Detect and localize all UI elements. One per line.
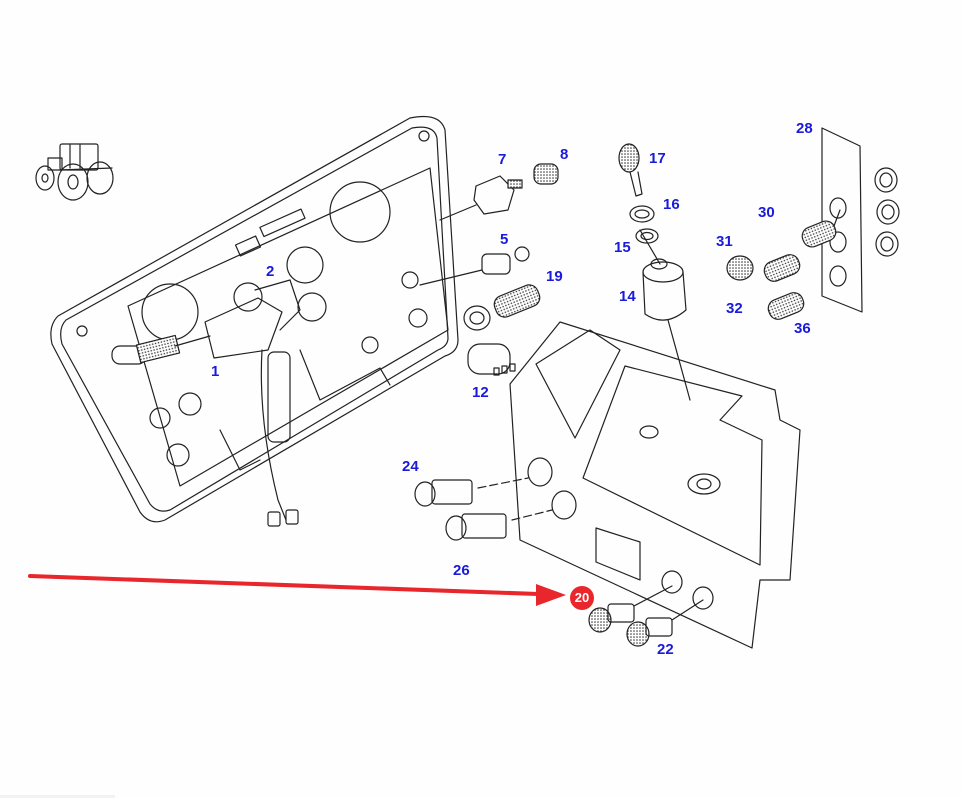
part-14-ignition-switch: [639, 229, 691, 401]
console-panel: [509, 321, 801, 649]
part-24-switch: [414, 477, 529, 507]
bottom-edge-strip: [0, 795, 115, 798]
part-8-knob: [533, 163, 559, 185]
callout-31[interactable]: 31: [716, 233, 733, 250]
callout-5[interactable]: 5: [500, 231, 509, 248]
tractor-icon: [35, 143, 114, 201]
part-36-lamp: [767, 292, 805, 320]
dashboard-panel: [50, 115, 459, 523]
callout-7[interactable]: 7: [498, 151, 507, 168]
callout-22[interactable]: 22: [657, 641, 674, 658]
part-5-switch: [419, 246, 530, 286]
part-17-key: [618, 143, 643, 197]
highlighted-part-badge[interactable]: 20: [570, 586, 594, 610]
callout-19[interactable]: 19: [546, 268, 563, 285]
callout-1[interactable]: 1: [211, 363, 220, 380]
callout-26[interactable]: 26: [453, 562, 470, 579]
red-arrow: [28, 574, 566, 606]
callout-14[interactable]: 14: [619, 288, 636, 305]
callout-17[interactable]: 17: [649, 150, 666, 167]
part-19-warning-lamp: [463, 284, 541, 331]
callout-15[interactable]: 15: [614, 239, 631, 256]
part-22-switch: [626, 599, 704, 647]
callout-16[interactable]: 16: [663, 196, 680, 213]
callout-2[interactable]: 2: [266, 263, 275, 280]
callout-24[interactable]: 24: [402, 458, 419, 475]
part-7-switch: [439, 175, 523, 221]
part-30-lamp: [801, 209, 841, 248]
part-26-switch: [445, 509, 553, 541]
callout-30[interactable]: 30: [758, 204, 775, 221]
callout-32[interactable]: 32: [726, 300, 743, 317]
part-12-relay: [467, 343, 516, 376]
part-31-lens: [726, 255, 754, 281]
callout-28[interactable]: 28: [796, 120, 813, 137]
part-32-lamp: [763, 254, 801, 282]
callout-36[interactable]: 36: [794, 320, 811, 337]
part-1-combination-switch: [111, 279, 301, 527]
part-20-switch: [588, 585, 673, 633]
part-16-bezel: [629, 205, 655, 223]
part-28-plate: [821, 127, 900, 313]
callout-12[interactable]: 12: [472, 384, 489, 401]
callout-8[interactable]: 8: [560, 146, 569, 163]
